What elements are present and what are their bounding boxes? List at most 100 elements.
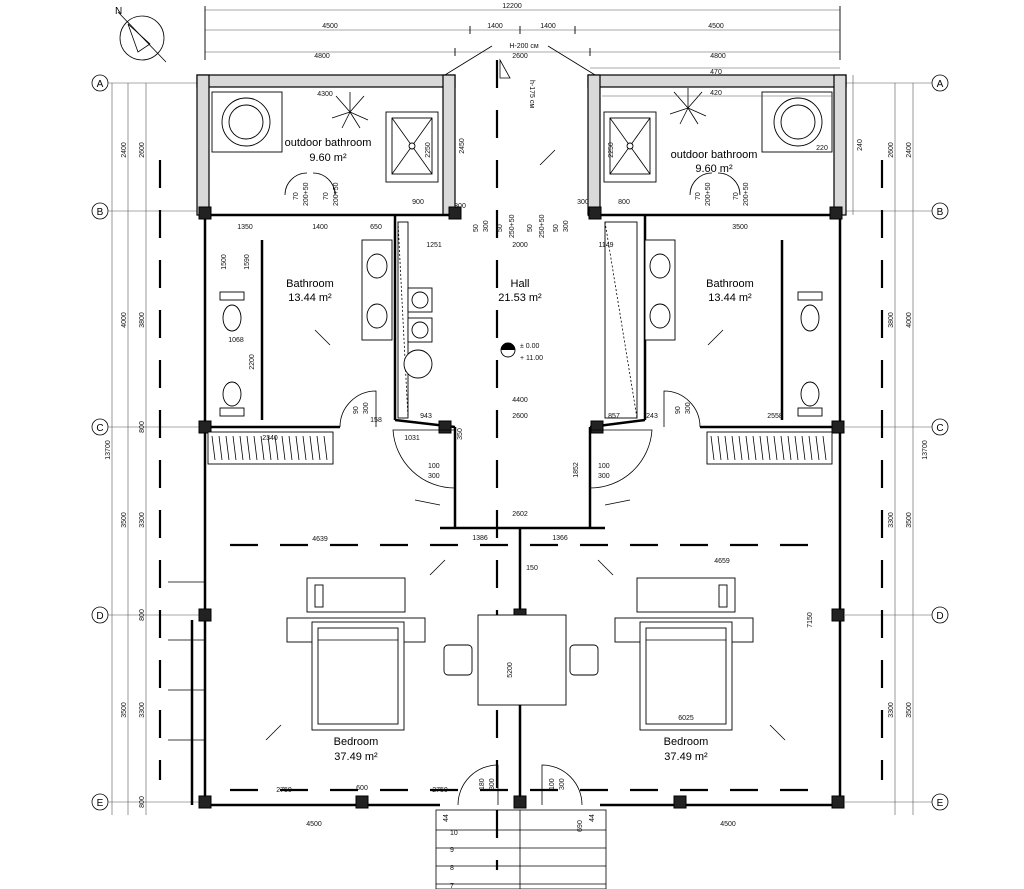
columns (198, 206, 845, 809)
svg-text:800: 800 (139, 796, 146, 808)
svg-text:300: 300 (577, 199, 589, 206)
toilets-right-icon (797, 291, 823, 417)
svg-text:9: 9 (450, 847, 454, 854)
room-bathroom-left-area: 13.44 m² (288, 292, 332, 304)
svg-text:44: 44 (589, 814, 596, 822)
wardrobe-left-icon (397, 221, 409, 419)
svg-text:8: 8 (450, 865, 454, 872)
svg-text:300: 300 (454, 203, 466, 210)
svg-text:70: 70 (733, 192, 740, 200)
axis-a-right: A (931, 74, 949, 92)
dim-top-e: 4800 (314, 53, 330, 60)
level-marker: ± 0.00 + 11.00 (500, 342, 543, 362)
svg-text:2250: 2250 (608, 142, 615, 158)
axis-c-right: C (931, 418, 949, 436)
svg-text:200+50: 200+50 (303, 182, 310, 206)
svg-text:E: E (97, 798, 104, 809)
top-dimensions: 12200 4500 1400 1400 4500 4800 2600 4800… (204, 3, 841, 108)
svg-text:200+50: 200+50 (333, 182, 340, 206)
svg-text:3800: 3800 (888, 312, 895, 328)
dim-top-a: 4500 (322, 23, 338, 30)
radiator-left-icon (207, 431, 334, 465)
entrance-stairs: 10 9 8 7 (435, 809, 607, 889)
svg-text:857: 857 (608, 413, 620, 420)
svg-text:3500: 3500 (121, 702, 128, 718)
svg-text:4639: 4639 (312, 536, 328, 543)
svg-text:150: 150 (526, 565, 538, 572)
plant-right-icon (669, 88, 707, 125)
svg-text:470: 470 (710, 69, 722, 76)
svg-text:1400: 1400 (312, 224, 328, 231)
top-right-dims: 470 420 240 220 (590, 67, 864, 215)
level-top: + 11.00 (520, 355, 543, 362)
svg-text:3500: 3500 (732, 224, 748, 231)
svg-text:2450: 2450 (459, 138, 466, 154)
ceiling-marks (265, 149, 786, 741)
room-outdoor-bath-left-name: outdoor bathroom (285, 137, 372, 149)
svg-text:7150: 7150 (807, 612, 814, 628)
svg-text:200+50: 200+50 (743, 182, 750, 206)
room-bathroom-left-name: Bathroom (286, 278, 334, 290)
svg-text:50: 50 (527, 224, 534, 232)
north-arrow-icon: N (115, 6, 167, 63)
svg-text:300: 300 (685, 402, 692, 414)
level-zero: ± 0.00 (520, 343, 540, 350)
plant-left-icon (331, 92, 369, 129)
bathtub-right-icon (761, 91, 833, 153)
svg-text:420: 420 (710, 90, 722, 97)
svg-text:2400: 2400 (906, 142, 913, 158)
svg-text:50: 50 (553, 224, 560, 232)
svg-text:3800: 3800 (139, 312, 146, 328)
door-swings (339, 390, 701, 806)
svg-text:180: 180 (479, 778, 486, 790)
svg-text:A: A (937, 79, 944, 90)
svg-text:D: D (936, 611, 943, 622)
outdoor-doors (284, 172, 741, 196)
svg-text:B: B (937, 207, 944, 218)
svg-text:3500: 3500 (121, 512, 128, 528)
sinks-left-icon (361, 239, 393, 341)
shower-left-icon (385, 111, 439, 183)
svg-text:1068: 1068 (228, 337, 244, 344)
bed-left-icon (286, 577, 426, 731)
svg-text:3300: 3300 (888, 512, 895, 528)
svg-text:3300: 3300 (139, 512, 146, 528)
svg-text:1500: 1500 (221, 254, 228, 270)
svg-text:2400: 2400 (121, 142, 128, 158)
room-outdoor-bath-right-area: 9.60 m² (695, 163, 733, 175)
toilets-left-icon (219, 291, 245, 417)
axis-c-left: C (91, 418, 109, 436)
svg-text:7: 7 (450, 883, 454, 889)
svg-text:300: 300 (428, 473, 440, 480)
dim-top-b: 1400 (487, 23, 503, 30)
svg-text:1149: 1149 (598, 242, 613, 249)
svg-text:1251: 1251 (426, 242, 442, 249)
svg-text:E: E (937, 798, 944, 809)
axis-d-left: D (91, 606, 109, 624)
svg-text:44: 44 (443, 814, 450, 822)
room-bedroom-left-area: 37.49 m² (334, 751, 378, 763)
svg-text:4000: 4000 (906, 312, 913, 328)
svg-text:50: 50 (497, 224, 504, 232)
svg-text:C: C (96, 423, 103, 434)
height-note: H-200 см (509, 43, 539, 50)
svg-text:70: 70 (323, 192, 330, 200)
bathtub-left-icon (211, 91, 283, 153)
svg-text:600: 600 (356, 785, 368, 792)
svg-text:2558: 2558 (767, 413, 783, 420)
svg-text:13700: 13700 (922, 440, 929, 460)
room-hall-area: 21.53 m² (498, 292, 542, 304)
svg-text:650: 650 (370, 224, 382, 231)
axis-b-right: B (931, 202, 949, 220)
svg-text:3300: 3300 (888, 702, 895, 718)
svg-text:70: 70 (695, 192, 702, 200)
svg-text:300: 300 (489, 778, 496, 790)
svg-text:5200: 5200 (507, 662, 514, 678)
svg-text:240: 240 (857, 139, 864, 151)
svg-text:3500: 3500 (906, 702, 913, 718)
svg-text:1852: 1852 (573, 462, 580, 478)
svg-text:2340: 2340 (262, 435, 278, 442)
svg-text:D: D (96, 611, 103, 622)
svg-text:900: 900 (412, 199, 424, 206)
room-bathroom-right-name: Bathroom (706, 278, 754, 290)
